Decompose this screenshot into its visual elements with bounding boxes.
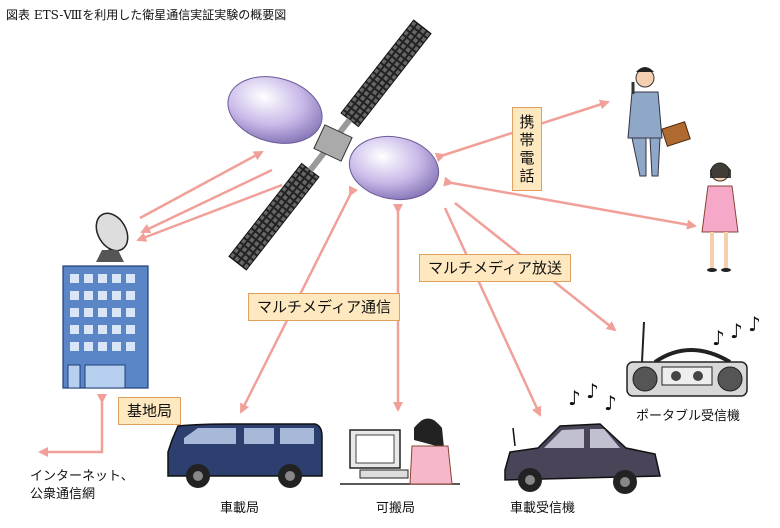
mobile-phone-char: 話 — [519, 167, 535, 185]
mobile-phone-char: 帯 — [519, 131, 535, 149]
vehicle-station-label: 車載局 — [220, 501, 260, 516]
svg-text:♪: ♪ — [730, 319, 743, 343]
svg-text:♪: ♪ — [586, 379, 599, 403]
mobile-phone-label: 携 帯 電 話 — [512, 107, 542, 191]
woman-phone-icon — [701, 162, 739, 272]
base-station-label: 基地局 — [118, 397, 182, 425]
businessman-icon — [627, 67, 691, 177]
mobile-phone-char: 携 — [519, 113, 535, 131]
multimedia-broadcast-label: マルチメディア放送 — [419, 254, 571, 282]
internet-label-line2: 公衆通信網 — [30, 487, 96, 502]
svg-text:♪: ♪ — [568, 386, 581, 410]
vehicle-receiver-label: 車載受信機 — [510, 501, 576, 516]
svg-text:♪: ♪ — [712, 326, 725, 350]
multimedia-comm-label: マルチメディア通信 — [248, 293, 400, 321]
internet-label-line1: インターネット、 — [30, 469, 134, 484]
parabolic-antenna-icon — [95, 212, 129, 262]
svg-text:♪: ♪ — [748, 312, 761, 336]
van-icon — [167, 423, 323, 488]
car-icon — [504, 423, 661, 494]
computer-user-icon — [340, 418, 460, 485]
portable-station-label: 可搬局 — [376, 501, 416, 516]
portable-receiver-label: ポータブル受信機 — [636, 409, 741, 424]
building-icon — [62, 265, 149, 389]
satellite-icon — [227, 19, 440, 271]
mobile-phone-char: 電 — [519, 149, 535, 167]
radio-icon — [626, 321, 748, 397]
svg-text:♪: ♪ — [604, 391, 617, 415]
music-notes-icon: ♪♪♪ ♪♪♪ — [568, 312, 761, 415]
page-title: 図表 ETS-Ⅷを利用した衛星通信実証実験の概要図 — [6, 8, 287, 22]
